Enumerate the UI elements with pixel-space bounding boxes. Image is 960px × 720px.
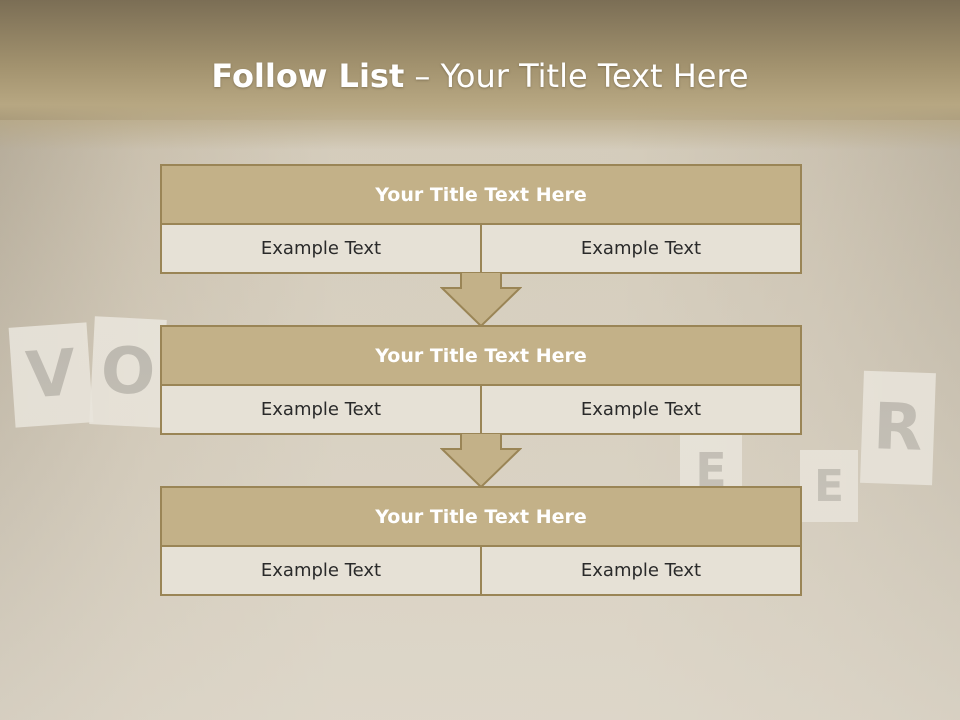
block-cell-right: Example Text	[480, 386, 800, 433]
block-row: Example Text Example Text	[162, 225, 800, 272]
block-row: Example Text Example Text	[162, 547, 800, 594]
list-block-1: Your Title Text Here Example Text Exampl…	[160, 164, 802, 274]
block-cell-left: Example Text	[260, 399, 382, 420]
block-title: Your Title Text Here	[162, 327, 800, 386]
block-title: Your Title Text Here	[162, 166, 800, 225]
block-cell-left: Example Text	[260, 560, 382, 581]
slide-title: Follow List – Your Title Text Here	[0, 56, 960, 96]
block-row: Example Text Example Text	[162, 386, 800, 433]
block-cell-right: Example Text	[480, 225, 800, 272]
slide-title-bold: Follow List	[211, 57, 405, 95]
down-arrow-icon	[440, 433, 522, 489]
title-bar	[0, 0, 960, 150]
block-cell-left: Example Text	[260, 238, 382, 259]
slide-title-rest: – Your Title Text Here	[404, 57, 749, 95]
list-block-2: Your Title Text Here Example Text Exampl…	[160, 325, 802, 435]
block-title: Your Title Text Here	[162, 488, 800, 547]
list-block-3: Your Title Text Here Example Text Exampl…	[160, 486, 802, 596]
down-arrow-icon	[440, 272, 522, 328]
block-cell-right: Example Text	[480, 547, 800, 594]
